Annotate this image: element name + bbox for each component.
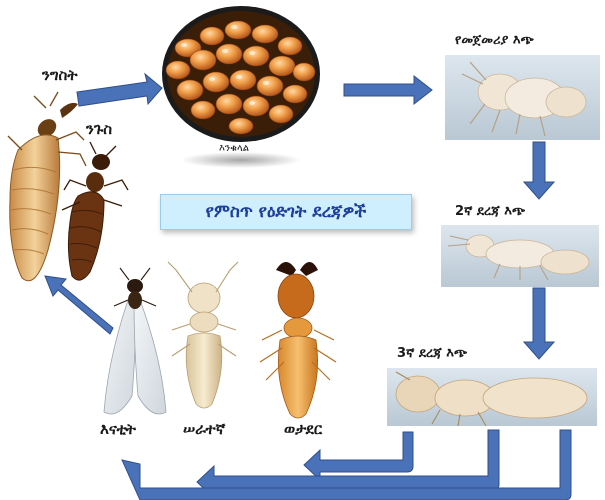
- diagram-title: የምስጥ የዕድገት ደረጃዎች: [206, 202, 367, 222]
- label-second-nymph: 2ኛ ደረጃ እጭ: [455, 204, 525, 219]
- third-nymph-image: [387, 368, 597, 426]
- king-image: [62, 142, 128, 280]
- arrow-eggs-to-first-nymph: [344, 76, 432, 104]
- second-nymph-image: [441, 225, 599, 287]
- label-king: ንጉስ: [86, 120, 112, 138]
- worker-image: [168, 262, 238, 408]
- label-alate: እናቲት: [100, 420, 136, 438]
- label-first-nymph: የመጀመሪያ እጭ: [455, 33, 534, 48]
- label-soldier: ወታደር: [284, 420, 322, 438]
- label-queen: ንግስት: [42, 66, 77, 84]
- label-third-nymph: 3ኛ ደረጃ እጭ: [397, 346, 467, 361]
- arrow-alate-to-queen: [45, 276, 113, 334]
- first-nymph-image: [445, 55, 600, 140]
- soldier-image: [260, 262, 336, 418]
- label-worker: ሠራተኛ: [183, 420, 225, 438]
- arrow-first-to-second-nymph: [524, 142, 554, 199]
- return-arrows: [122, 430, 571, 500]
- arrow-queen-to-eggs: [77, 74, 162, 106]
- title-box: የምስጥ የዕድገት ደረጃዎች: [160, 194, 412, 230]
- alate-image: [104, 268, 166, 414]
- arrow-second-to-third-nymph: [524, 288, 554, 359]
- arrow-to-soldier: [304, 432, 413, 480]
- label-eggs: እንቁላል: [219, 143, 249, 154]
